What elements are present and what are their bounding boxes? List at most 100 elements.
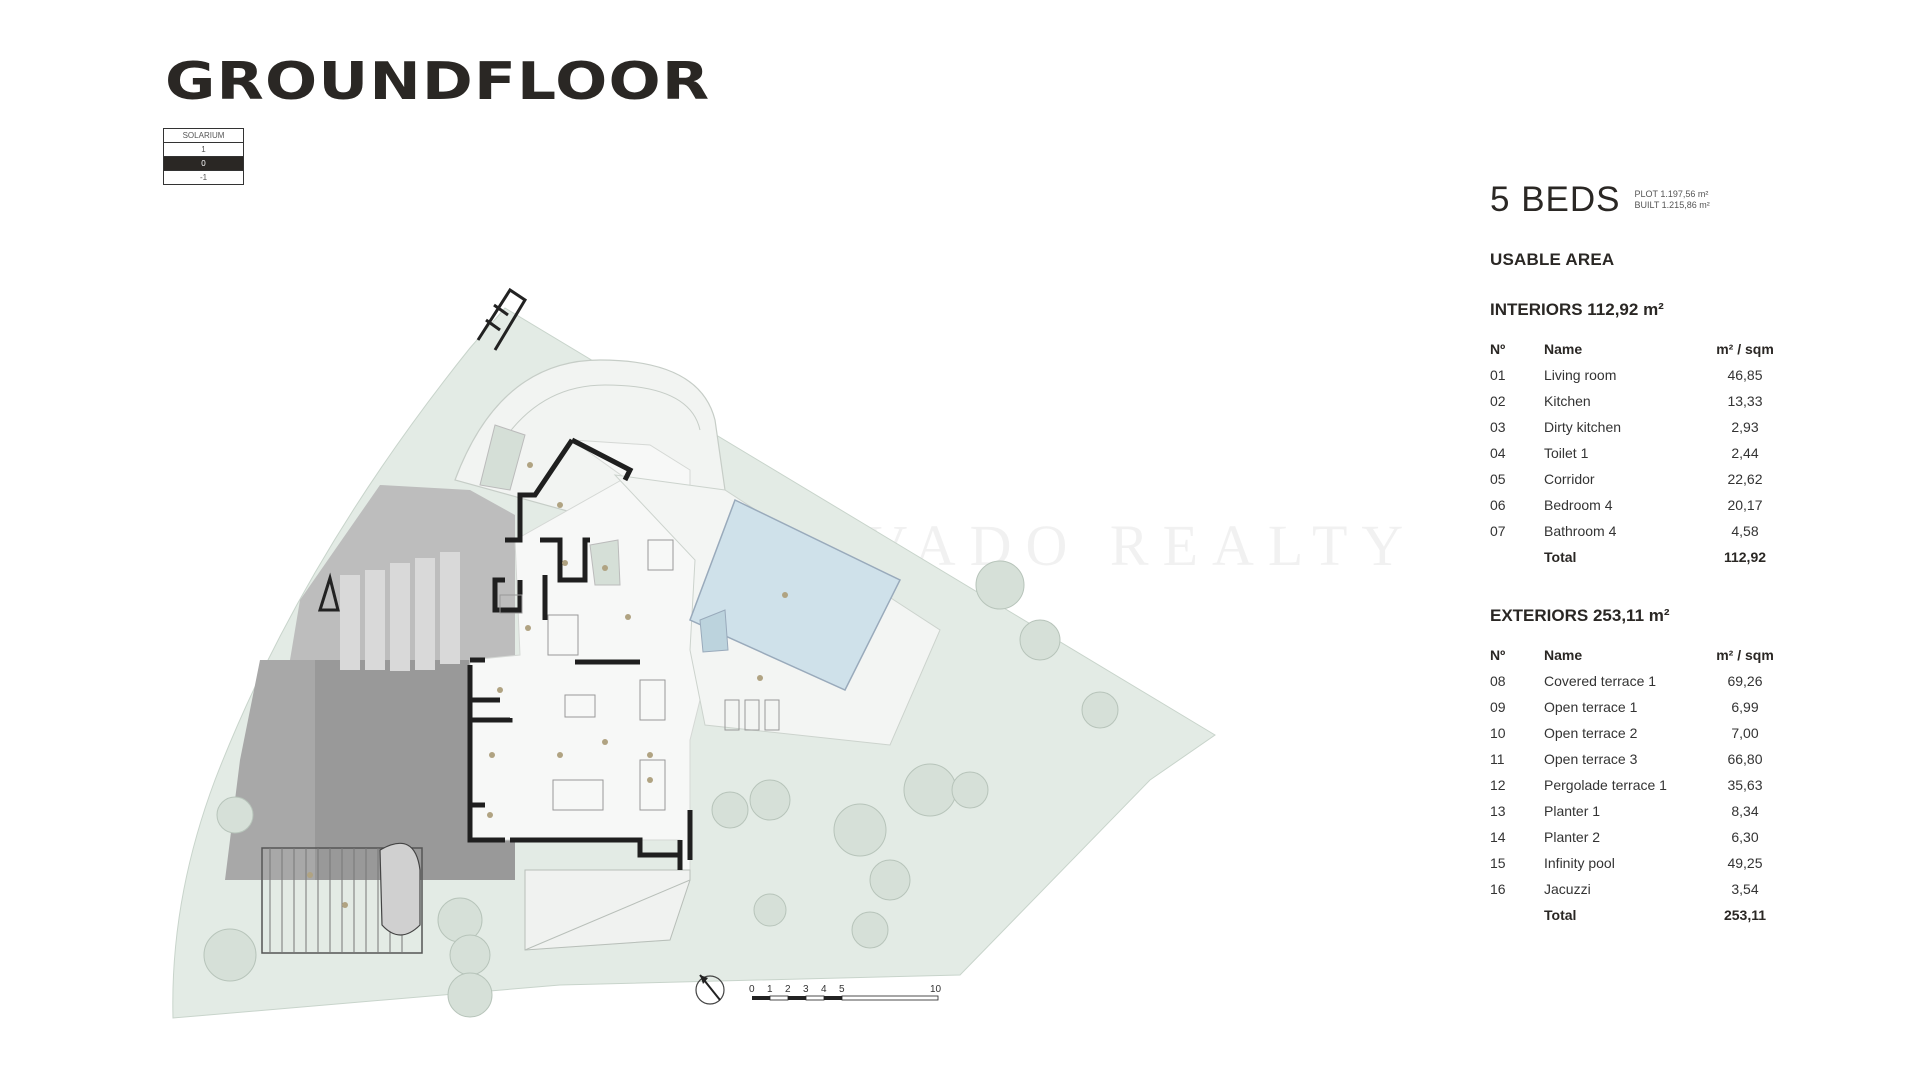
level-minus-1: -1 [199, 173, 208, 182]
walls [467, 437, 693, 870]
jacuzzi [699, 609, 729, 653]
room-name: Jacuzzi [1544, 881, 1591, 897]
room-number: 13 [1490, 803, 1506, 819]
room-area: 13,33 [1727, 393, 1763, 409]
room-area: 6,99 [1731, 699, 1759, 715]
table-row: 09 Open terrace 1 6,99 [1490, 694, 1790, 720]
planter-1 [479, 424, 526, 491]
room-number: 11 [1490, 751, 1505, 767]
scale-tick-3: 3 [803, 984, 809, 995]
plot-built-info: PLOT 1.197,56 m² BUILT 1.215,86 m² [1635, 189, 1710, 211]
col-name: Name [1544, 341, 1583, 357]
room-name: Covered terrace 1 [1544, 673, 1657, 689]
room-name: Dirty kitchen [1544, 419, 1622, 435]
room-name: Open terrace 1 [1544, 699, 1638, 715]
triangle-marker [317, 572, 340, 612]
room-number: 07 [1490, 523, 1506, 539]
room-name: Living room [1544, 367, 1617, 383]
total-spacer [1490, 902, 1544, 928]
scale-tick-0: 0 [749, 984, 755, 995]
south-terrace [524, 869, 691, 951]
infinity-pool [689, 498, 902, 691]
room-name: Bedroom 4 [1544, 497, 1613, 513]
plot-area: PLOT 1.197,56 m² [1634, 189, 1709, 199]
scale-tick-1: 1 [767, 984, 773, 995]
total-label: Total [1544, 907, 1577, 923]
interiors-heading: INTERIORS 112,92 m² [1490, 300, 1664, 319]
table-row: 15 Infinity pool 49,25 [1490, 850, 1790, 876]
col-no: Nº [1490, 647, 1506, 663]
room-area: 8,34 [1731, 803, 1759, 819]
table-row: 05 Corridor 22,62 [1490, 466, 1790, 492]
room-name: Infinity pool [1544, 855, 1615, 871]
room-number: 10 [1490, 725, 1506, 741]
col-no: Nº [1490, 341, 1506, 357]
room-area: 2,93 [1731, 419, 1759, 435]
stair-steps [340, 552, 460, 671]
table-row: 10 Open terrace 2 7,00 [1490, 720, 1790, 746]
room-area: 49,25 [1727, 855, 1763, 871]
room-name: Pergolade terrace 1 [1544, 777, 1667, 793]
room-name: Bathroom 4 [1544, 523, 1617, 539]
room-name: Open terrace 2 [1544, 725, 1638, 741]
room-name: Corridor [1544, 471, 1595, 487]
scale-bar-icon: 0 1 2 3 4 5 10 [749, 984, 942, 1001]
beds-count: 5 BEDS [1490, 180, 1621, 219]
room-number: 05 [1490, 471, 1506, 487]
room-name: Open terrace 3 [1544, 751, 1638, 767]
total-spacer [1490, 544, 1544, 570]
room-area: 6,30 [1731, 829, 1759, 845]
room-area: 66,80 [1727, 751, 1763, 767]
planter-2 [589, 539, 621, 586]
total-value: 112,92 [1723, 549, 1767, 565]
room-area: 22,62 [1727, 471, 1763, 487]
room-area: 69,26 [1727, 673, 1763, 689]
level-solarium: SOLARIUM [164, 129, 243, 143]
room-area: 7,00 [1731, 725, 1759, 741]
furniture [499, 539, 780, 811]
exteriors-heading: EXTERIORS 253,11 m² [1490, 606, 1670, 625]
entrance-gate [476, 287, 528, 351]
col-name: Name [1544, 647, 1583, 663]
north-arrow-icon [695, 974, 725, 1005]
room-markers [307, 462, 788, 908]
col-area: m² / sqm [1716, 341, 1774, 357]
room-name: Kitchen [1544, 393, 1591, 409]
page-title: GROUNDFLOOR [165, 52, 711, 112]
room-number: 01 [1490, 367, 1506, 383]
room-name: Toilet 1 [1544, 445, 1589, 461]
scale-tick-10: 10 [930, 984, 942, 995]
scale-tick-5: 5 [839, 984, 845, 995]
level-1: 1 [164, 143, 243, 157]
table-header: Nº Name m² / sqm [1490, 642, 1790, 668]
room-number: 04 [1490, 445, 1506, 461]
room-number: 15 [1490, 855, 1506, 871]
room-area: 3,54 [1731, 881, 1759, 897]
tree-icon [203, 560, 1119, 1018]
room-number: 09 [1490, 699, 1506, 715]
col-area: m² / sqm [1716, 647, 1774, 663]
area-summary-panel: 5 BEDS PLOT 1.197,56 m² BUILT 1.215,86 m… [1490, 180, 1820, 928]
pergola [261, 842, 423, 954]
built-area: BUILT 1.215,86 m² [1634, 200, 1710, 210]
scale-tick-2: 2 [785, 984, 791, 995]
room-number: 14 [1490, 829, 1506, 845]
room-number: 12 [1490, 777, 1506, 793]
level-selector: SOLARIUM 1 0 -1 [163, 128, 244, 185]
room-number: 06 [1490, 497, 1506, 513]
scale-tick-4: 4 [821, 984, 827, 995]
level-0-active: 0 [164, 157, 243, 171]
total-value: 253,11 [1723, 907, 1767, 923]
